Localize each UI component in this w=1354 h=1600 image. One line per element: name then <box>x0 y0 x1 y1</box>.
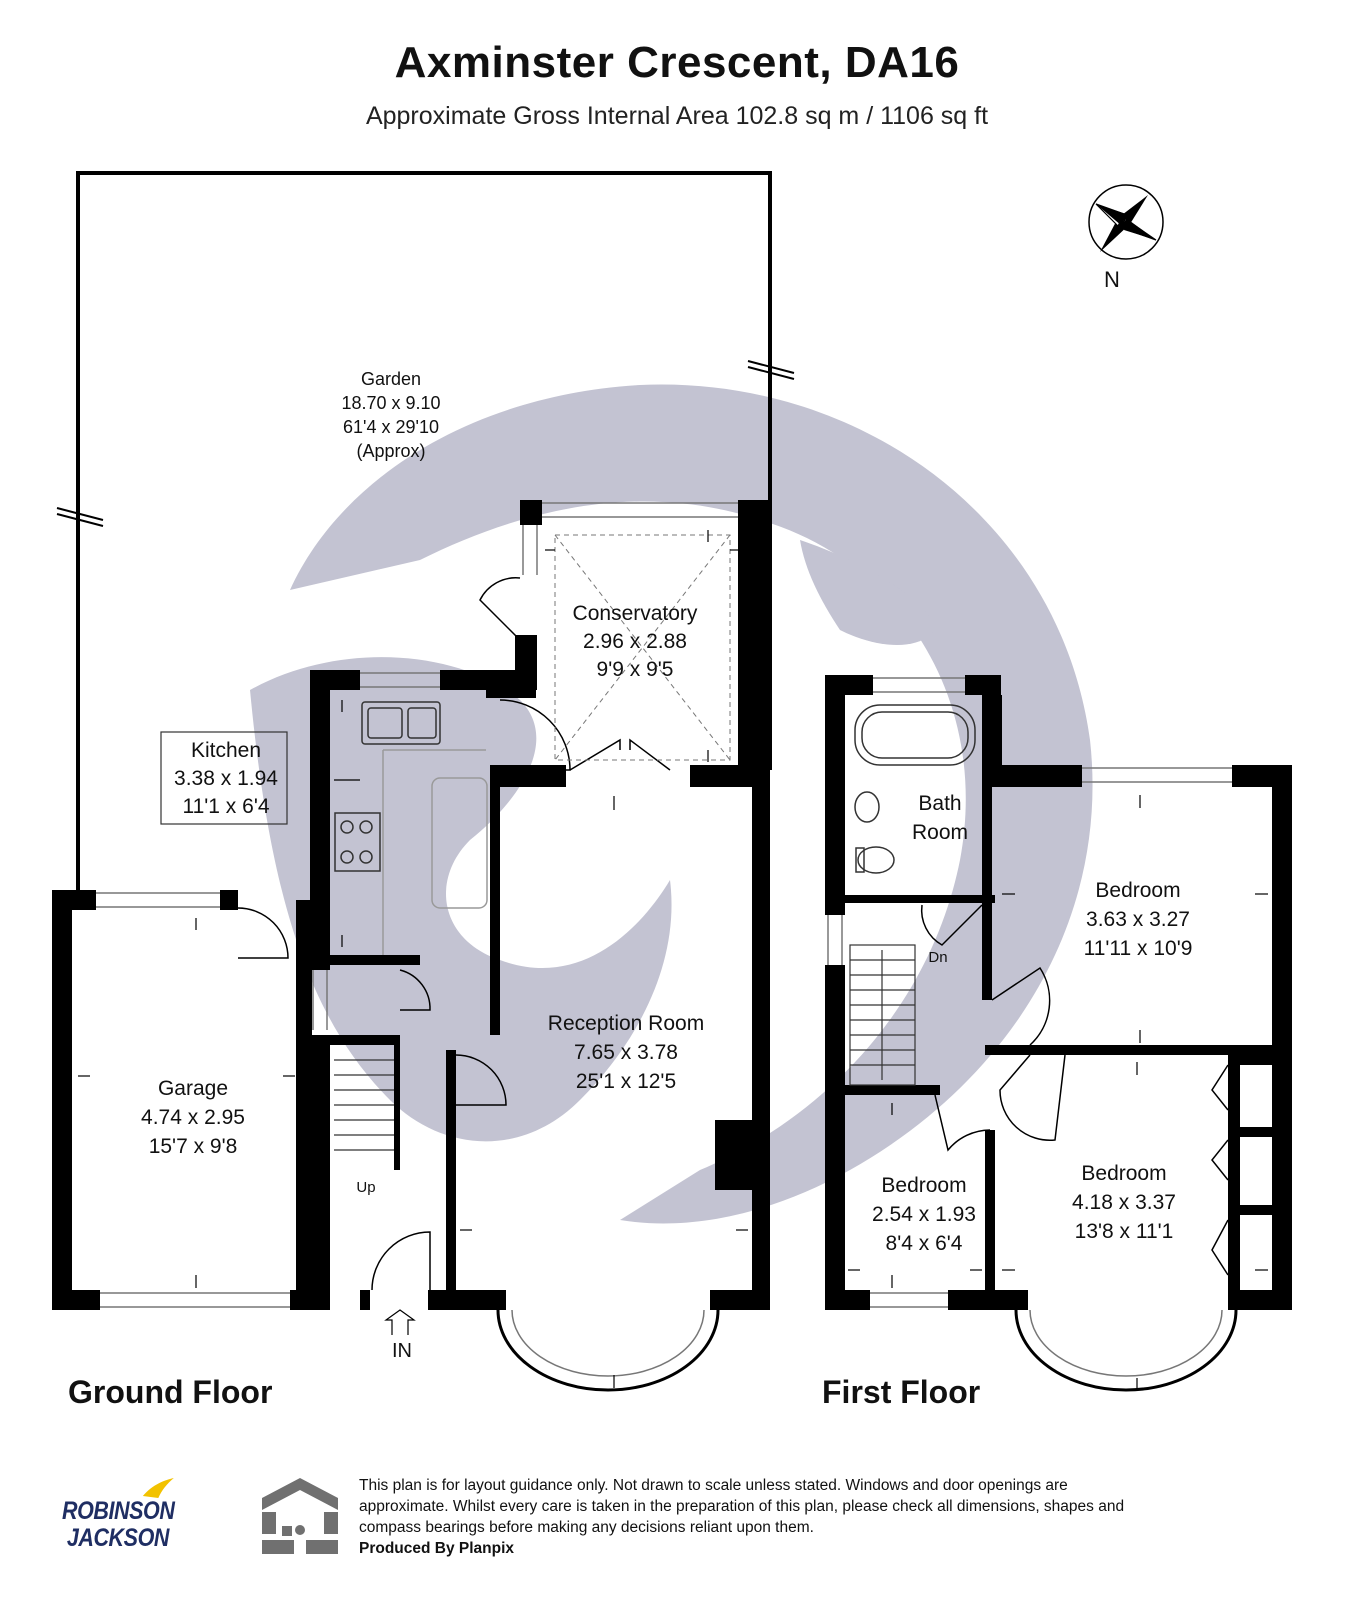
bedroom3-imperial: 13'8 x 11'1 <box>1075 1220 1174 1243</box>
brand-swoosh-icon <box>142 1478 174 1498</box>
garage-metric: 4.74 x 2.95 <box>141 1106 245 1129</box>
kitchen-metric: 3.38 x 1.94 <box>174 767 278 790</box>
ground-floor-doors <box>237 577 671 1291</box>
garden-imperial: 61'4 x 29'10 <box>343 417 439 437</box>
conservatory-metric: 2.96 x 2.88 <box>583 630 687 653</box>
disclaimer-text: This plan is for layout guidance only. N… <box>359 1477 1125 1536</box>
brand-line1: ROBINSON <box>62 1497 175 1525</box>
room-label-conservatory: Conservatory 2.96 x 2.88 9'9 x 9'5 <box>573 602 698 681</box>
kitchen-imperial: 11'1 x 6'4 <box>182 795 269 818</box>
plan-subtitle: Approximate Gross Internal Area 102.8 sq… <box>365 102 989 130</box>
kitchen-fittings <box>334 701 488 955</box>
planpix-logo-icon <box>262 1478 338 1554</box>
room-label-reception: Reception Room 7.65 x 3.78 25'1 x 12'5 <box>548 1012 704 1093</box>
ground-stairs-up-label: Up <box>356 1179 375 1196</box>
entrance-label: IN <box>392 1340 412 1362</box>
conservatory-name: Conservatory <box>573 602 698 625</box>
bedroom2-name: Bedroom <box>881 1174 966 1197</box>
garden-boundary <box>56 171 795 892</box>
ground-floor-label: Ground Floor <box>68 1374 273 1410</box>
reception-name: Reception Room <box>548 1012 704 1035</box>
producer-credit: Produced By Planpix <box>359 1540 515 1557</box>
first-floor-doors <box>920 904 1229 1276</box>
room-label-kitchen: Kitchen 3.38 x 1.94 11'1 x 6'4 <box>160 731 288 825</box>
disclaimer-block: This plan is for layout guidance only. N… <box>359 1475 1159 1559</box>
dimension-arrows <box>78 530 748 1388</box>
garden-note: (Approx) <box>356 441 425 461</box>
compass-rose: N <box>1088 184 1164 292</box>
brand-line2: JACKSON <box>66 1524 170 1552</box>
bedroom3-name: Bedroom <box>1081 1162 1166 1185</box>
room-label-bedroom-small: Bedroom 2.54 x 1.93 8'4 x 6'4 <box>872 1174 976 1255</box>
reception-metric: 7.65 x 3.78 <box>574 1041 678 1064</box>
bedroom1-name: Bedroom <box>1095 879 1180 902</box>
room-label-bedroom-rear: Bedroom 3.63 x 3.27 11'11 x 10'9 <box>1084 879 1193 960</box>
compass-north-label: N <box>1104 267 1120 292</box>
ground-floor-stairs <box>334 1059 394 1151</box>
robinson-jackson-logo: ROBINSON JACKSON <box>62 1478 175 1552</box>
bathroom-fittings <box>854 704 976 874</box>
reception-imperial: 25'1 x 12'5 <box>576 1070 676 1093</box>
kitchen-name: Kitchen <box>191 739 261 762</box>
bathroom-name-line1: Bath <box>918 792 961 815</box>
first-floor-walls <box>825 675 1292 1310</box>
room-label-bedroom-front: Bedroom 4.18 x 3.37 13'8 x 11'1 <box>1072 1162 1176 1243</box>
bedroom1-metric: 3.63 x 3.27 <box>1086 908 1190 931</box>
first-floor-label: First Floor <box>822 1374 981 1410</box>
room-label-garden: Garden 18.70 x 9.10 61'4 x 29'10 (Approx… <box>341 369 440 461</box>
conservatory-imperial: 9'9 x 9'5 <box>597 658 674 681</box>
garden-metric: 18.70 x 9.10 <box>341 393 440 413</box>
first-floor-stairs <box>849 944 916 1086</box>
garage-imperial: 15'7 x 9'8 <box>149 1135 238 1158</box>
room-label-garage: Garage 4.74 x 2.95 15'7 x 9'8 <box>141 1077 245 1158</box>
first-stairs-down-label: Dn <box>928 949 947 966</box>
floor-plan-drawing: N Garden 18.70 x 9.10 61'4 x 29'10 (Appr… <box>52 171 1292 1392</box>
plan-title: Axminster Crescent, DA16 <box>394 38 960 87</box>
bedroom2-imperial: 8'4 x 6'4 <box>886 1232 963 1255</box>
bedroom3-metric: 4.18 x 3.37 <box>1072 1191 1176 1214</box>
garage-name: Garage <box>158 1077 228 1100</box>
garden-name: Garden <box>361 369 421 389</box>
first-floor-windows <box>827 677 1238 1392</box>
watermark-hook <box>250 657 672 1142</box>
watermark-wing <box>800 540 935 645</box>
room-label-bathroom: Bath Room <box>912 792 968 844</box>
ground-floor-windows <box>96 502 738 1392</box>
bedroom2-metric: 2.54 x 1.93 <box>872 1203 976 1226</box>
first-floor-dimension-arrows <box>848 795 1268 1391</box>
watermark-logo <box>250 384 1093 1224</box>
bathroom-name-line2: Room <box>912 821 968 844</box>
bedroom1-imperial: 11'11 x 10'9 <box>1084 937 1193 960</box>
entrance-marker: IN <box>384 1309 416 1362</box>
conservatory-diagonals <box>554 534 731 761</box>
ground-floor-walls <box>52 500 770 1310</box>
